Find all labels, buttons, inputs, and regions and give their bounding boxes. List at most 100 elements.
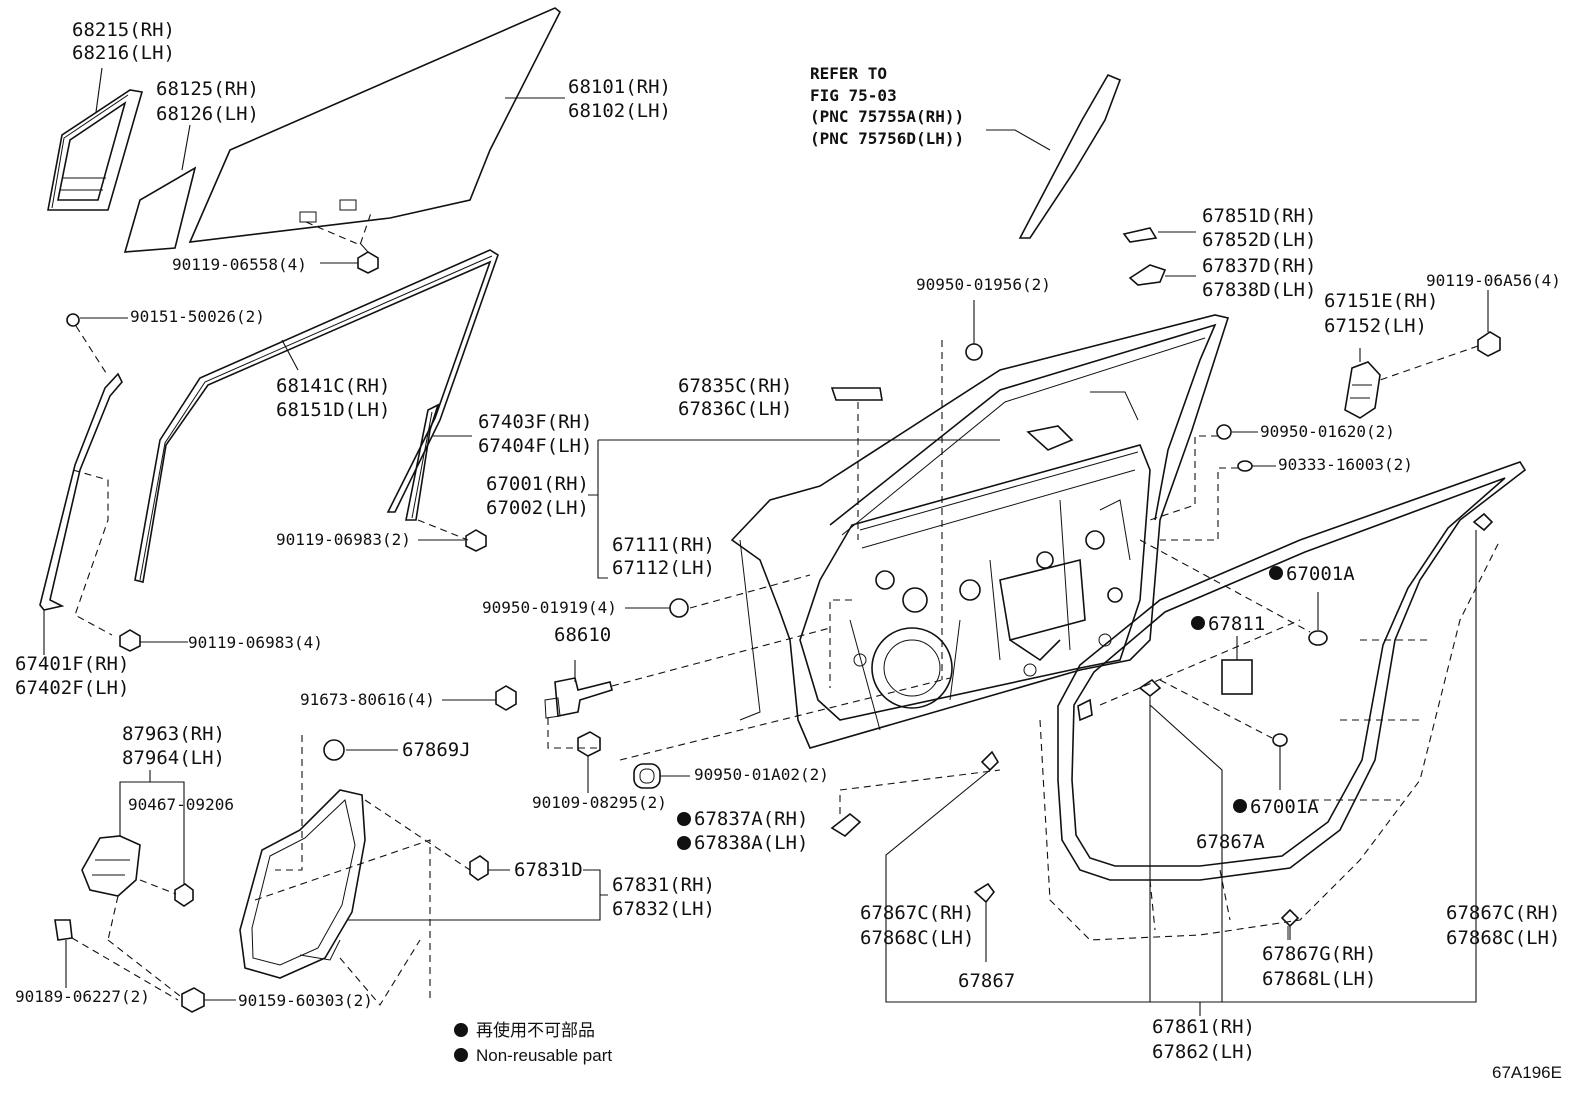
label-68610: 68610 bbox=[554, 624, 611, 646]
ref-garnish bbox=[1018, 73, 1122, 239]
door-shell bbox=[730, 314, 1230, 749]
label-90950-01a02: 90950-01A02(2) bbox=[694, 765, 829, 784]
label-87963: 87963(RH) bbox=[122, 723, 225, 745]
grommet-67869j bbox=[323, 739, 345, 761]
label-67001a-upper: 67001A bbox=[1286, 563, 1355, 585]
grommet-90950-01956 bbox=[965, 343, 983, 361]
rear-lower-channel bbox=[405, 403, 487, 552]
legend-bullet-icon bbox=[454, 1023, 468, 1037]
leader-lines bbox=[43, 67, 1489, 1016]
weatherstrip-clips bbox=[973, 512, 1494, 940]
label-67852d: 67852D(LH) bbox=[1202, 229, 1316, 251]
front-lower-channel bbox=[39, 313, 141, 652]
label-67403f: 67403F(RH) bbox=[478, 411, 592, 433]
label-90119-06558: 90119-06558(4) bbox=[172, 255, 307, 274]
run-channel bbox=[134, 249, 499, 583]
label-90109-08295: 90109-08295(2) bbox=[532, 793, 667, 812]
inner-door-panel bbox=[799, 340, 1151, 731]
reference-line-1: REFER TO bbox=[810, 64, 887, 83]
label-68126: 68126(LH) bbox=[156, 103, 259, 125]
label-67402f: 67402F(LH) bbox=[15, 677, 129, 699]
label-67867c-right: 67867C(RH) bbox=[1446, 902, 1560, 924]
bolt-90119-06558 bbox=[357, 242, 379, 274]
label-67868c-left: 67868C(LH) bbox=[860, 927, 974, 949]
door-check bbox=[1344, 331, 1501, 419]
label-67867: 67867 bbox=[958, 970, 1015, 992]
fastener-67831d bbox=[469, 855, 489, 881]
non-reusable-mark bbox=[1191, 616, 1205, 630]
actuator-87963 bbox=[81, 835, 194, 941]
label-67831: 67831(RH) bbox=[612, 874, 715, 896]
grommet-90950-01620 bbox=[1216, 424, 1232, 440]
label-67835c: 67835C(RH) bbox=[678, 375, 792, 397]
non-reusable-mark bbox=[1269, 566, 1283, 580]
label-67404f: 67404F(LH) bbox=[478, 435, 592, 457]
label-67112: 67112(LH) bbox=[612, 557, 715, 579]
label-68102: 68102(LH) bbox=[568, 100, 671, 122]
label-67837a: 67837A(RH) bbox=[694, 808, 808, 830]
clip-67001a-lower bbox=[1272, 733, 1288, 747]
label-67811: 67811 bbox=[1208, 613, 1265, 635]
door-weatherstrip bbox=[1039, 461, 1527, 941]
label-90467-09206: 90467-09206 bbox=[128, 795, 234, 814]
label-67862: 67862(LH) bbox=[1152, 1041, 1255, 1063]
label-90950-01919: 90950-01919(4) bbox=[482, 598, 617, 617]
screw-90159 bbox=[181, 987, 205, 1013]
door-glass bbox=[188, 7, 562, 243]
legend: 再使用不可部品 Non-reusable part bbox=[454, 1020, 612, 1065]
clip-67851d bbox=[1122, 227, 1158, 243]
label-90159-60303: 90159-60303(2) bbox=[238, 991, 373, 1010]
clip-67837d bbox=[1128, 264, 1167, 286]
reference-note: REFER TO FIG 75-03 (PNC 75755A(RH)) (PNC… bbox=[810, 64, 964, 148]
legend-english: Non-reusable part bbox=[476, 1046, 612, 1065]
label-68101: 68101(RH) bbox=[568, 76, 671, 98]
label-68215: 68215(RH) bbox=[72, 19, 175, 41]
label-67867g: 67867G(RH) bbox=[1262, 943, 1376, 965]
label-67861: 67861(RH) bbox=[1152, 1016, 1255, 1038]
reference-line-3: (PNC 75755A(RH)) bbox=[810, 107, 964, 126]
label-91673-80616: 91673-80616(4) bbox=[300, 690, 435, 709]
label-67837d: 67837D(RH) bbox=[1202, 255, 1316, 277]
label-67868l: 67868L(LH) bbox=[1262, 968, 1376, 990]
legend-bullet-icon bbox=[454, 1048, 468, 1062]
label-90189-06227: 90189-06227(2) bbox=[15, 987, 150, 1006]
label-67001a-lower: 67001A bbox=[1250, 796, 1319, 818]
label-67401f: 67401F(RH) bbox=[15, 653, 129, 675]
grommet-90950-01919 bbox=[669, 598, 689, 618]
label-90950-01620: 90950-01620(2) bbox=[1260, 422, 1395, 441]
non-reusable-mark bbox=[677, 836, 691, 850]
label-90333-16003: 90333-16003(2) bbox=[1278, 455, 1413, 474]
glass-clips bbox=[299, 199, 373, 246]
legend-japanese: 再使用不可部品 bbox=[476, 1020, 595, 1040]
plug-90333-16003 bbox=[1237, 460, 1253, 472]
non-reusable-mark bbox=[677, 812, 691, 826]
label-68141c: 68141C(RH) bbox=[276, 375, 390, 397]
label-67151e: 67151E(RH) bbox=[1324, 290, 1438, 312]
label-90950-01956: 90950-01956(2) bbox=[916, 275, 1051, 294]
label-67838a: 67838A(LH) bbox=[694, 832, 808, 854]
label-67111: 67111(RH) bbox=[612, 534, 715, 556]
label-67867a: 67867A bbox=[1196, 831, 1265, 853]
pad-67811 bbox=[1221, 659, 1253, 695]
part-drawings bbox=[39, 7, 1527, 1013]
clip-90189 bbox=[54, 919, 73, 941]
part-labels: 68215(RH) 68216(LH) 68125(RH) 68126(LH) … bbox=[15, 19, 1561, 1063]
grommet-90950-01a02 bbox=[633, 763, 661, 789]
label-67002: 67002(LH) bbox=[486, 497, 589, 519]
label-90151-50026: 90151-50026(2) bbox=[130, 307, 265, 326]
label-90119-06983-2: 90119-06983(2) bbox=[276, 530, 411, 549]
service-hole-cover bbox=[239, 735, 471, 1006]
label-67152: 67152(LH) bbox=[1324, 315, 1427, 337]
label-68216: 68216(LH) bbox=[72, 42, 175, 64]
non-reusable-mark bbox=[1233, 799, 1247, 813]
label-68125: 68125(RH) bbox=[156, 78, 259, 100]
quarter-window-assembly bbox=[47, 89, 144, 211]
label-67867c-left: 67867C(RH) bbox=[860, 902, 974, 924]
label-67838d: 67838D(LH) bbox=[1202, 279, 1316, 301]
label-90119-06983-4: 90119-06983(4) bbox=[188, 633, 323, 652]
label-67831d: 67831D bbox=[514, 859, 583, 881]
clip-67835c bbox=[830, 387, 883, 401]
quarter-glass bbox=[123, 166, 197, 253]
label-67851d: 67851D(RH) bbox=[1202, 205, 1316, 227]
